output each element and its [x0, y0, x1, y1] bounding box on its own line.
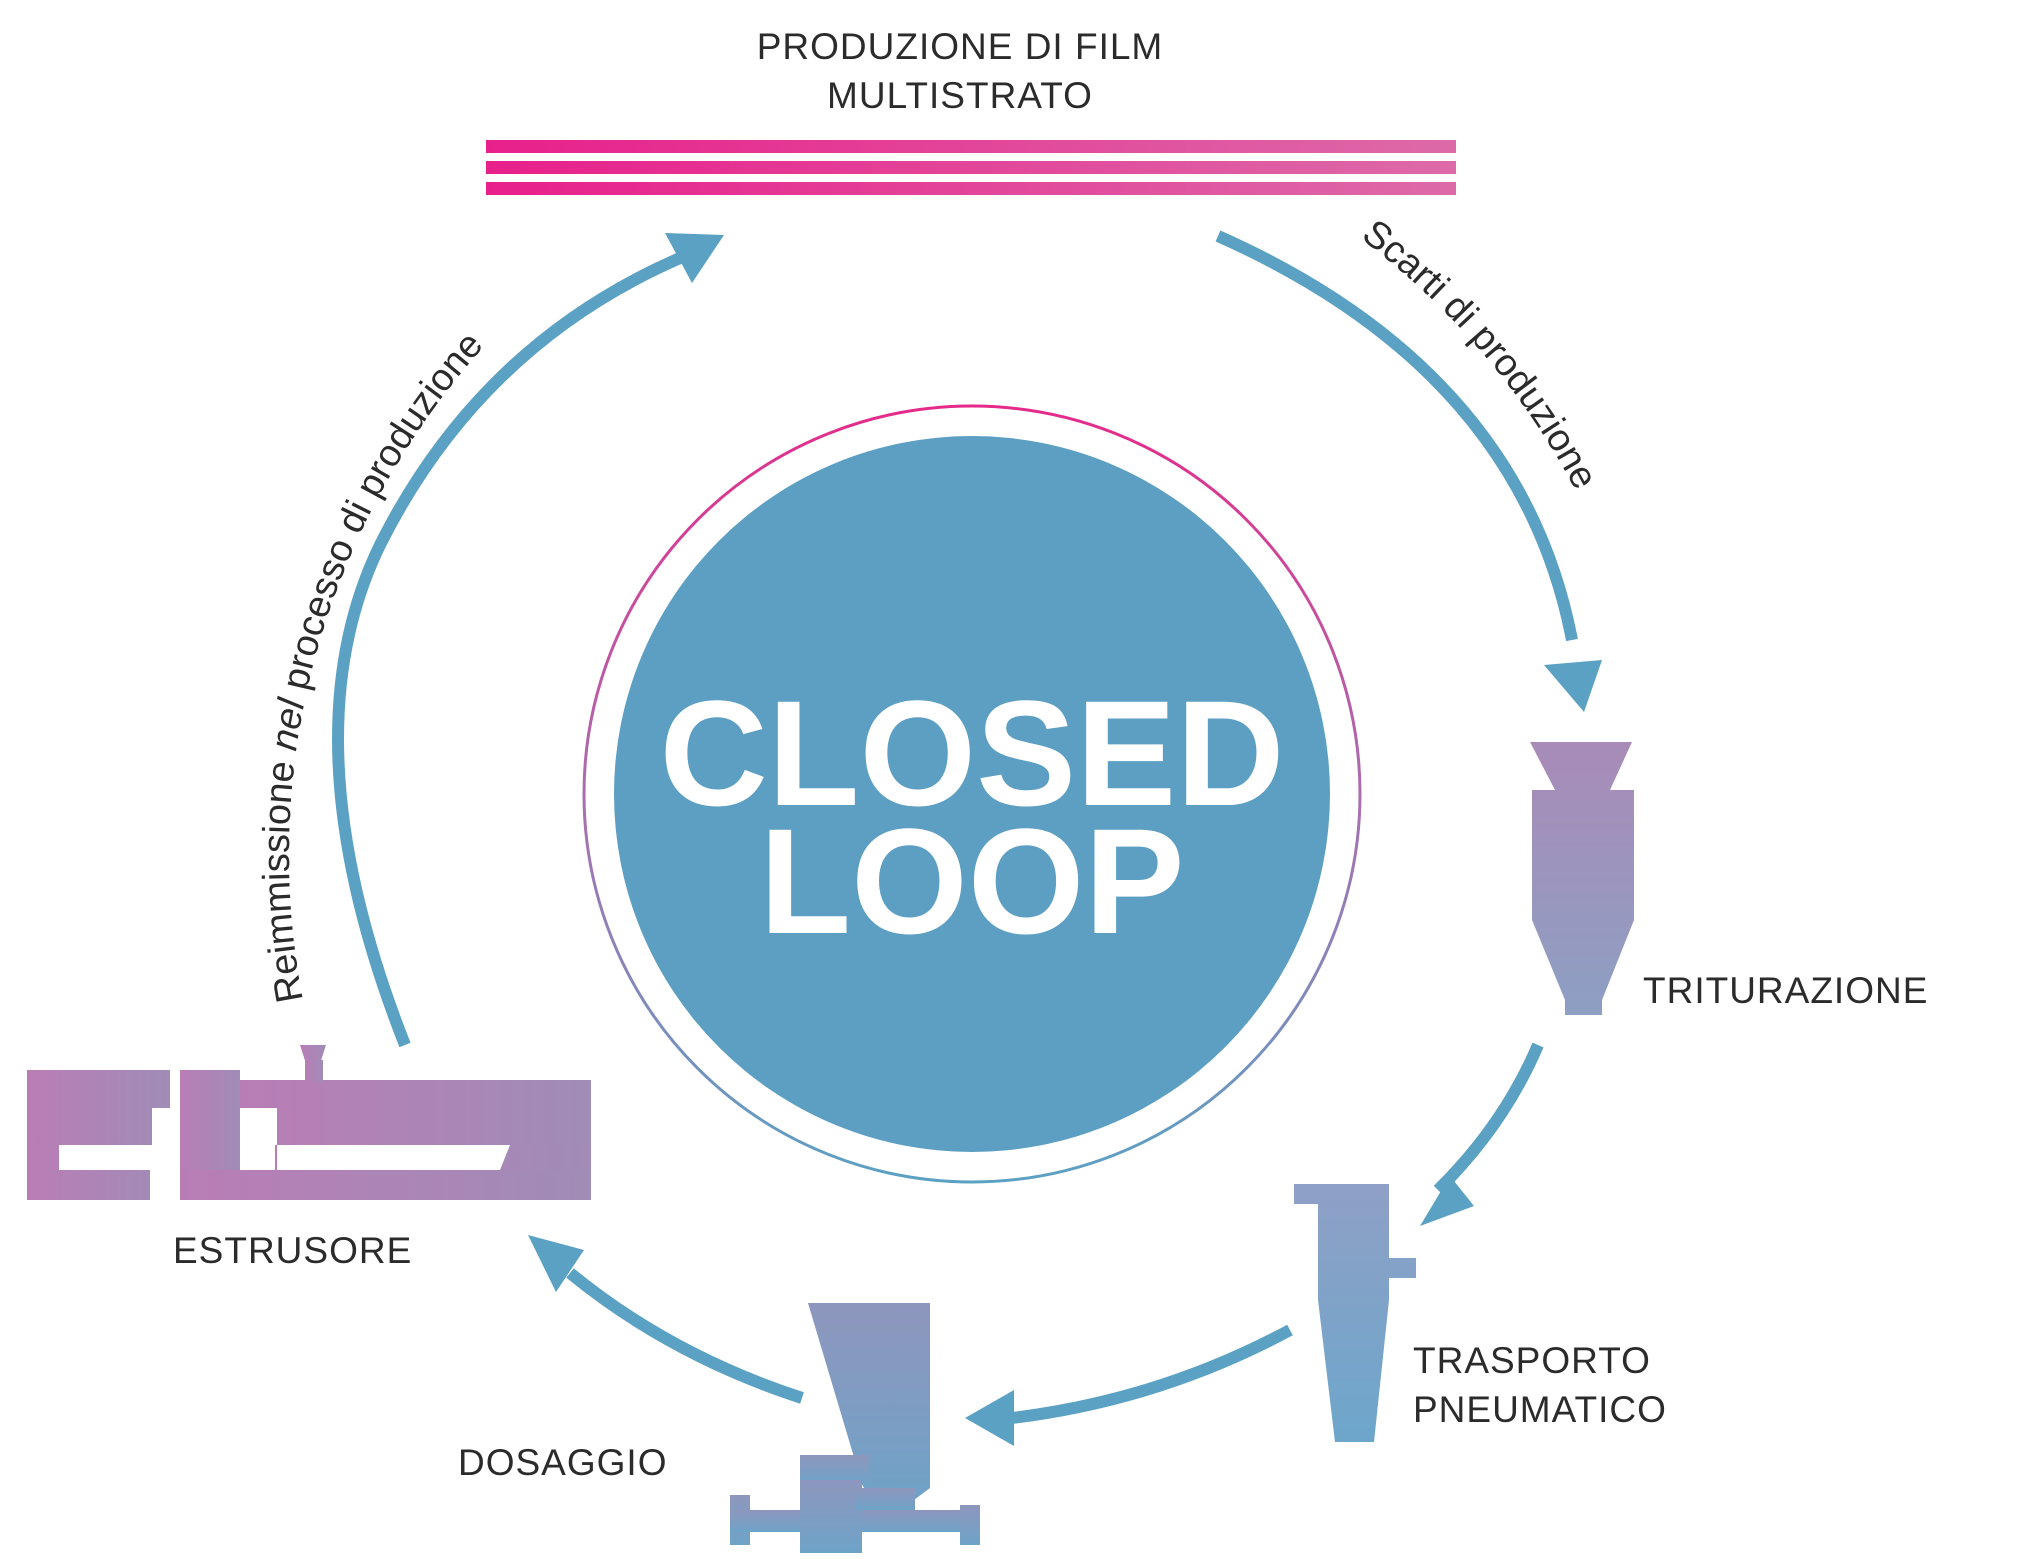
cyclone-icon [1294, 1184, 1416, 1442]
extruder-cutouts [59, 1108, 510, 1200]
step-label-trasporto-2: PNEUMATICO [1413, 1389, 1667, 1430]
closed-loop-badge [582, 404, 1362, 1184]
step-label-trasporto-1: TRASPORTO [1413, 1340, 1651, 1381]
step-label-dosaggio: DOSAGGIO [458, 1442, 667, 1483]
step-label-triturazione: TRITURAZIONE [1643, 970, 1928, 1011]
arrow-scarti-to-triturazione [1215, 230, 1602, 712]
arrow-estrusore-to-produzione [332, 233, 724, 1048]
extruder-icon [27, 1045, 591, 1200]
arrow-trasporto-to-dosaggio [965, 1324, 1293, 1446]
doser-icon [730, 1303, 980, 1553]
arrow-dosaggio-to-estrusore [528, 1235, 804, 1404]
arrow-triturazione-to-trasporto [1420, 1042, 1544, 1226]
center-line-1: CLOSED [659, 669, 1284, 837]
title-line-1: PRODUZIONE DI FILM [757, 26, 1164, 67]
multilayer-film-icon [486, 140, 1456, 195]
center-line-2: LOOP [759, 797, 1184, 965]
step-label-estrusore: ESTRUSORE [173, 1230, 412, 1271]
title-line-2: MULTISTRATO [827, 75, 1093, 116]
grinder-icon [1530, 742, 1634, 1015]
label-scarti-di-produzione: Scarti di produzione [1355, 212, 1606, 496]
